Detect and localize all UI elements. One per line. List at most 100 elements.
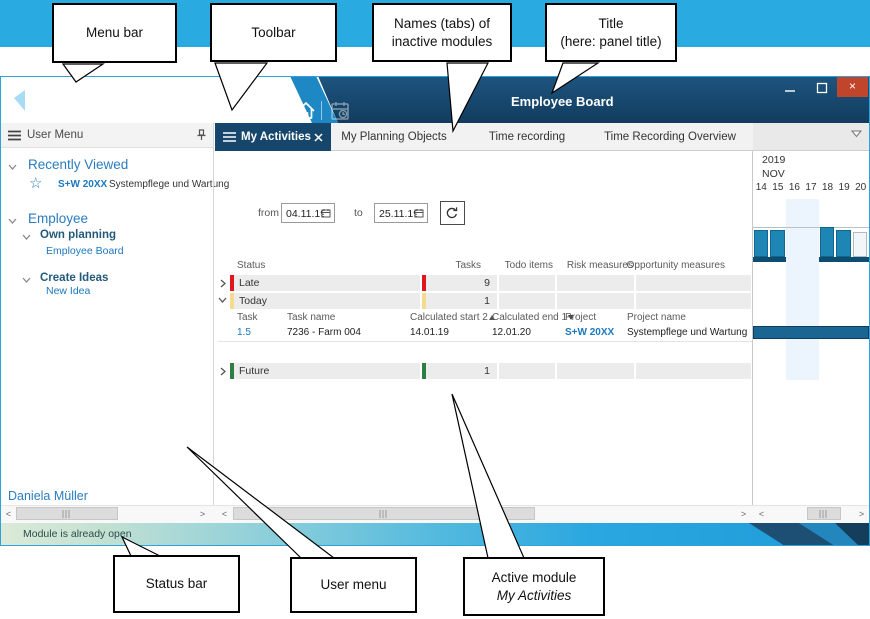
tab-time-recording-overview[interactable]: Time Recording Overview xyxy=(604,131,736,143)
search-button[interactable] xyxy=(88,99,112,123)
expand-icon[interactable] xyxy=(219,367,228,376)
sidebar-link-new-idea[interactable]: New Idea xyxy=(46,285,91,297)
toolbar-separator xyxy=(289,101,290,120)
status-cell-late[interactable]: Late xyxy=(230,275,420,291)
subcol-task[interactable]: Task xyxy=(237,312,258,323)
col-todo-items[interactable]: Todo items xyxy=(504,260,553,271)
opportunity-cell[interactable] xyxy=(636,293,751,309)
subcol-calc-end[interactable]: Calculated end 1 xyxy=(492,312,575,323)
tasks-cell-today[interactable]: 1 xyxy=(422,293,497,309)
todo-cell[interactable] xyxy=(499,275,555,291)
undo-icon xyxy=(185,103,202,120)
task-id[interactable]: 1.5 xyxy=(237,327,251,338)
sidebar-section-employee[interactable]: Employee xyxy=(28,211,89,226)
favorite-star-icon[interactable]: ☆ xyxy=(29,175,43,192)
sidebar-menu-icon[interactable] xyxy=(8,130,21,141)
sidebar-item-own-planning[interactable]: Own planning xyxy=(40,229,117,241)
expand-icon[interactable] xyxy=(219,279,228,288)
close-button[interactable]: × xyxy=(837,77,868,97)
delete-button[interactable] xyxy=(231,99,255,123)
calendar-icon[interactable] xyxy=(321,208,331,218)
menu-help[interactable]: ? xyxy=(169,83,176,95)
sidebar-scrollbar-thumb[interactable] xyxy=(16,507,118,520)
undo-button[interactable] xyxy=(181,99,205,123)
home-button[interactable] xyxy=(294,99,318,123)
subcol-project-name[interactable]: Project name xyxy=(627,312,686,323)
scroll-left-icon[interactable]: < xyxy=(221,509,228,519)
add-button[interactable] xyxy=(29,99,53,123)
scroll-left-icon[interactable]: < xyxy=(758,509,765,519)
menu-view[interactable]: View xyxy=(95,83,119,95)
refresh-button[interactable] xyxy=(148,99,172,123)
risk-cell[interactable] xyxy=(557,275,634,291)
sidebar-link-employee-board[interactable]: Employee Board xyxy=(46,245,124,257)
scroll-left-icon[interactable]: < xyxy=(5,509,12,519)
tab-close-icon[interactable] xyxy=(314,133,323,142)
from-date-input[interactable] xyxy=(282,205,324,223)
todo-cell[interactable] xyxy=(499,363,555,379)
subcol-project[interactable]: Project xyxy=(565,312,597,323)
chevron-down-icon[interactable] xyxy=(22,233,31,242)
from-date-field[interactable] xyxy=(281,203,335,223)
chevron-down-icon[interactable] xyxy=(8,217,17,226)
to-date-field[interactable] xyxy=(374,203,428,223)
tab-my-activities[interactable]: My Activities xyxy=(215,123,331,151)
sidebar-section-recently-viewed[interactable]: Recently Viewed xyxy=(28,157,129,172)
col-tasks[interactable]: Tasks xyxy=(455,260,481,271)
tools-button[interactable] xyxy=(261,99,285,123)
scroll-right-icon[interactable]: > xyxy=(199,509,206,519)
chevron-down-icon[interactable] xyxy=(8,163,17,172)
to-date-input[interactable] xyxy=(375,205,417,223)
collapse-icon[interactable] xyxy=(218,296,227,305)
status-cell-today[interactable]: Today xyxy=(230,293,420,309)
chevron-down-icon[interactable] xyxy=(22,276,31,285)
col-status[interactable]: Status xyxy=(237,260,266,271)
col-opportunity-measures[interactable]: Opportunity measures xyxy=(626,260,725,271)
scroll-right-icon[interactable]: > xyxy=(858,509,865,519)
minimize-icon xyxy=(785,90,795,92)
tasks-cell-late[interactable]: 9 xyxy=(422,275,497,291)
sidebar-item-create-ideas[interactable]: Create Ideas xyxy=(40,272,109,284)
risk-cell[interactable] xyxy=(557,293,634,309)
opportunity-cell[interactable] xyxy=(636,363,751,379)
subcol-task-name[interactable]: Task name xyxy=(287,312,336,323)
gantt-scrollbar-thumb[interactable] xyxy=(807,507,841,520)
callout-title: Title(here: panel title) xyxy=(545,3,677,62)
tab-my-planning-objects[interactable]: My Planning Objects xyxy=(341,131,447,143)
gantt-capacity-bar-empty xyxy=(852,232,868,257)
tab-time-recording[interactable]: Time recording xyxy=(488,131,566,143)
tasks-cell-future[interactable]: 1 xyxy=(422,363,497,379)
risk-cell[interactable] xyxy=(557,363,634,379)
close-icon: × xyxy=(848,79,856,93)
planning-calendar-button[interactable] xyxy=(328,99,352,123)
save-button[interactable] xyxy=(61,99,85,123)
tab-overflow-dropdown-icon[interactable] xyxy=(851,130,862,138)
refresh-range-button[interactable] xyxy=(440,201,465,225)
menu-data[interactable]: Data xyxy=(36,83,60,95)
recent-item-code[interactable]: S+W 20XX xyxy=(58,179,108,190)
task-row[interactable] xyxy=(218,324,752,342)
todo-cell[interactable] xyxy=(499,293,555,309)
opportunity-cell[interactable] xyxy=(636,275,751,291)
calendar-icon[interactable] xyxy=(414,208,424,218)
col-risk-measures[interactable]: Risk measures xyxy=(566,260,633,271)
subcol-calc-start[interactable]: Calculated start 2 xyxy=(410,312,495,323)
status-cell-future[interactable]: Future xyxy=(230,363,420,379)
task-project-code[interactable]: S+W 20XX xyxy=(565,327,615,338)
scroll-grip-icon xyxy=(819,510,829,518)
active-tab-label: My Activities xyxy=(241,131,311,143)
sidebar-divider[interactable] xyxy=(213,123,214,523)
redo-button[interactable] xyxy=(208,99,232,123)
main-scrollbar-thumb[interactable] xyxy=(233,507,535,520)
filter-button[interactable] xyxy=(120,99,144,123)
pin-icon[interactable] xyxy=(196,129,207,142)
menu-extras[interactable]: Extras xyxy=(128,83,160,95)
recent-item-name[interactable]: Systempflege und Wartung xyxy=(109,179,230,190)
gantt-divider[interactable] xyxy=(752,151,753,523)
maximize-button[interactable] xyxy=(811,79,833,97)
minimize-button[interactable] xyxy=(779,79,801,97)
home-icon xyxy=(297,102,315,119)
menu-edit[interactable]: Edit xyxy=(66,83,85,95)
scroll-right-icon[interactable]: > xyxy=(740,509,747,519)
